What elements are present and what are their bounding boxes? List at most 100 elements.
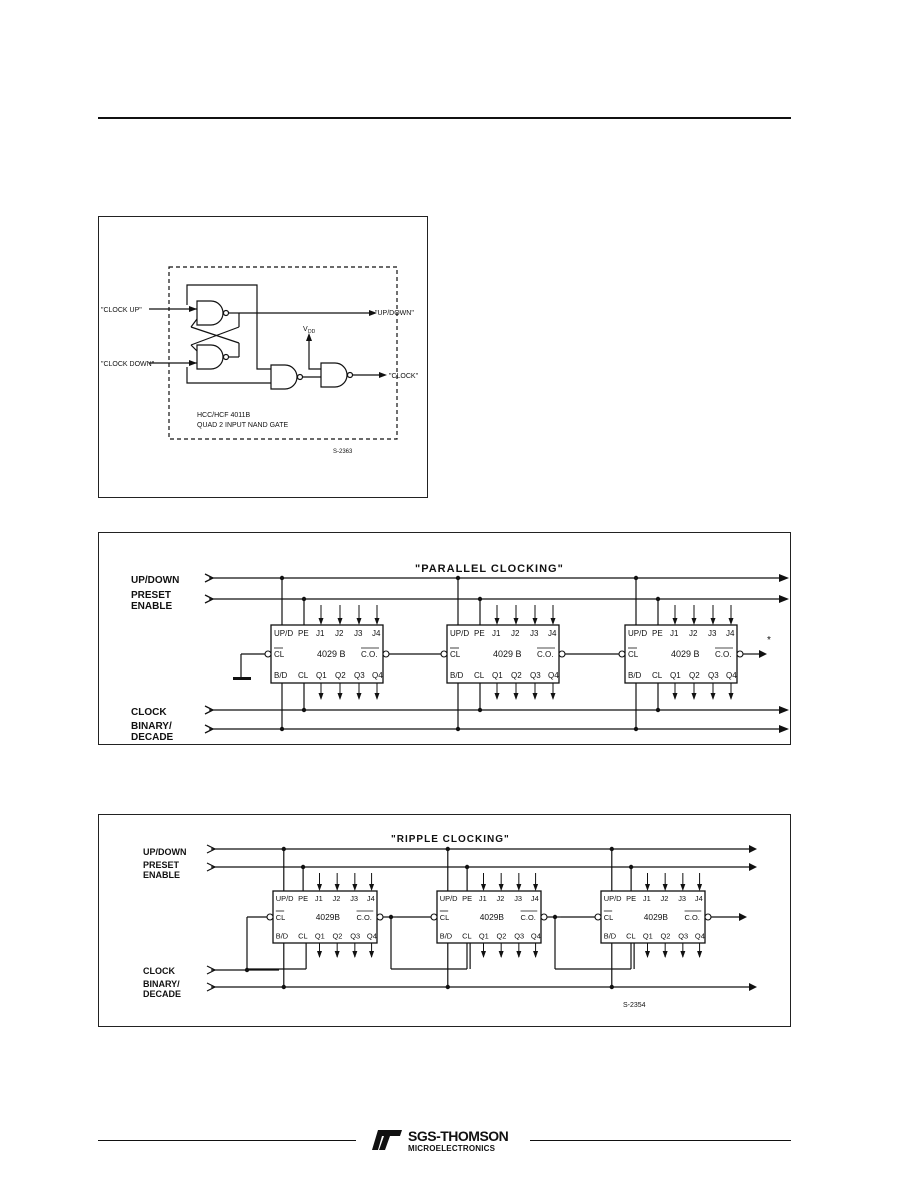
fig1-ref: S-2363 xyxy=(333,449,353,455)
chip-clock-in: CL xyxy=(450,650,461,659)
q-output-arrow xyxy=(691,693,697,700)
q-output-arrow xyxy=(516,951,522,958)
q-output-arrow xyxy=(532,693,538,700)
q-output-arrow xyxy=(533,951,539,958)
junction-dot xyxy=(301,707,307,713)
chip-pin-top-pe: PE xyxy=(298,894,308,903)
chip-clock-bubble xyxy=(594,913,602,921)
q-output-arrow xyxy=(672,693,678,700)
jam-input-arrow xyxy=(697,884,703,891)
chip-pin-bottom-bd: B/D xyxy=(628,671,642,680)
q-output-arrow xyxy=(550,693,556,700)
junction-dot xyxy=(655,596,661,602)
chip-pin-bottom-q4: Q4 xyxy=(695,931,705,940)
chip-pin-top-pe: PE xyxy=(652,629,663,638)
brand-name: SGS-THOMSON xyxy=(408,1128,509,1144)
chip-carry-bubble xyxy=(558,650,566,658)
chip-pin-top-j4: J4 xyxy=(372,629,381,638)
jam-input-arrow xyxy=(691,618,697,625)
chip-pin-bottom-q1: Q1 xyxy=(316,671,327,680)
chip-pin-bottom-q2: Q2 xyxy=(661,931,671,940)
chip-pin-bottom-bd: B/D xyxy=(276,931,289,940)
chip-clock-bubble xyxy=(430,913,438,921)
junction-dot xyxy=(477,707,483,713)
label-enable: ENABLE xyxy=(131,601,172,612)
chip-pin-top-j1: J1 xyxy=(315,894,323,903)
jam-input-arrow xyxy=(533,884,539,891)
chip-pin-top-upd: UP/D xyxy=(450,629,469,638)
q-output-arrow xyxy=(498,951,504,958)
junction-dot xyxy=(281,846,286,852)
chip-clock-in: CL xyxy=(628,650,639,659)
carry-out-arrow xyxy=(759,650,767,658)
label-preset: PRESET xyxy=(131,590,171,601)
q-output-arrow xyxy=(728,693,734,700)
chip-pin-top-j1: J1 xyxy=(492,629,501,638)
chip-pin-top-j3: J3 xyxy=(530,629,539,638)
chip-pin-bottom-q2: Q2 xyxy=(335,671,346,680)
label-enable: ENABLE xyxy=(143,870,180,880)
chip-pin-top-pe: PE xyxy=(298,629,309,638)
chip-pin-top-j2: J2 xyxy=(661,894,669,903)
chip-carry-out: C.O. xyxy=(521,913,536,922)
chip-pin-bottom-q3: Q3 xyxy=(354,671,365,680)
chip-clock-bubble xyxy=(266,913,274,921)
chip-pin-top-j2: J2 xyxy=(333,894,341,903)
st-logo-icon xyxy=(372,1130,402,1150)
figure-1-panel: "CLOCK UP" "CLOCK DOWN" "UP/DOWN" "CLOCK… xyxy=(98,216,428,498)
junction-dot xyxy=(455,726,461,732)
chip-pin-bottom-q3: Q3 xyxy=(678,931,688,940)
chip-pin-top-j1: J1 xyxy=(479,894,487,903)
figure-2-panel: "PARALLEL CLOCKING" UP/DOWN PRESET ENABL… xyxy=(98,532,791,745)
chip-carry-bubble xyxy=(736,650,744,658)
chip-clock-bubble xyxy=(618,650,626,658)
chip-pin-top-pe: PE xyxy=(474,629,485,638)
chip-pin-bottom-q4: Q4 xyxy=(726,671,737,680)
junction-dot xyxy=(279,575,285,581)
chip-pin-top-j2: J2 xyxy=(689,629,698,638)
label-clock: CLOCK xyxy=(143,966,175,976)
chip-pin-bottom-q4: Q4 xyxy=(372,671,383,680)
jam-input-arrow xyxy=(680,884,686,891)
label-binary: BINARY/ xyxy=(143,979,180,989)
jam-input-arrow xyxy=(374,618,380,625)
chip-pin-top-j2: J2 xyxy=(511,629,520,638)
chip-pin-top-j2: J2 xyxy=(497,894,505,903)
chip-carry-out: C.O. xyxy=(537,650,553,659)
q-output-arrow xyxy=(317,951,322,958)
chip-pin-bottom-q4: Q4 xyxy=(531,931,541,940)
chip-clock-in: CL xyxy=(604,913,614,922)
label-preset: PRESET xyxy=(143,860,180,870)
chip-part-number: 4029B xyxy=(644,912,669,922)
figure-3-panel: "RIPPLE CLOCKING" UP/DOWN PRESET ENABLE … xyxy=(98,814,791,1027)
junction-dot xyxy=(655,707,661,713)
chip-pin-bottom-q2: Q2 xyxy=(511,671,522,680)
junction-dot xyxy=(445,984,450,990)
jam-input-arrow xyxy=(317,884,322,891)
chip-pin-top-upd: UP/D xyxy=(604,894,622,903)
q-output-arrow xyxy=(374,693,380,700)
chip-pin-bottom-q4: Q4 xyxy=(548,671,559,680)
chip-part-number: 4029 B xyxy=(317,649,346,659)
label-binary: BINARY/ xyxy=(131,721,172,732)
chip-clock-in: CL xyxy=(276,913,286,922)
junction-dot xyxy=(609,846,614,852)
q-output-arrow xyxy=(352,951,358,958)
parallel-note: * xyxy=(767,635,771,646)
junction-dot xyxy=(301,596,307,602)
junction-dot xyxy=(628,864,634,870)
chip-pin-bottom-cl: CL xyxy=(462,931,472,940)
q-output-arrow xyxy=(513,693,519,700)
jam-input-arrow xyxy=(337,618,343,625)
junction-dot xyxy=(477,596,483,602)
chip-pin-bottom-bd: B/D xyxy=(604,931,617,940)
jam-input-arrow xyxy=(369,884,375,891)
chip-body xyxy=(600,890,706,944)
chip-part-number: 4029 B xyxy=(671,649,700,659)
clock-output-label: "CLOCK" xyxy=(389,373,419,380)
clock-up-label: "CLOCK UP" xyxy=(101,307,142,314)
updown-output-label: "UP/DOWN" xyxy=(375,310,414,317)
chip-pin-bottom-cl: CL xyxy=(474,671,485,680)
